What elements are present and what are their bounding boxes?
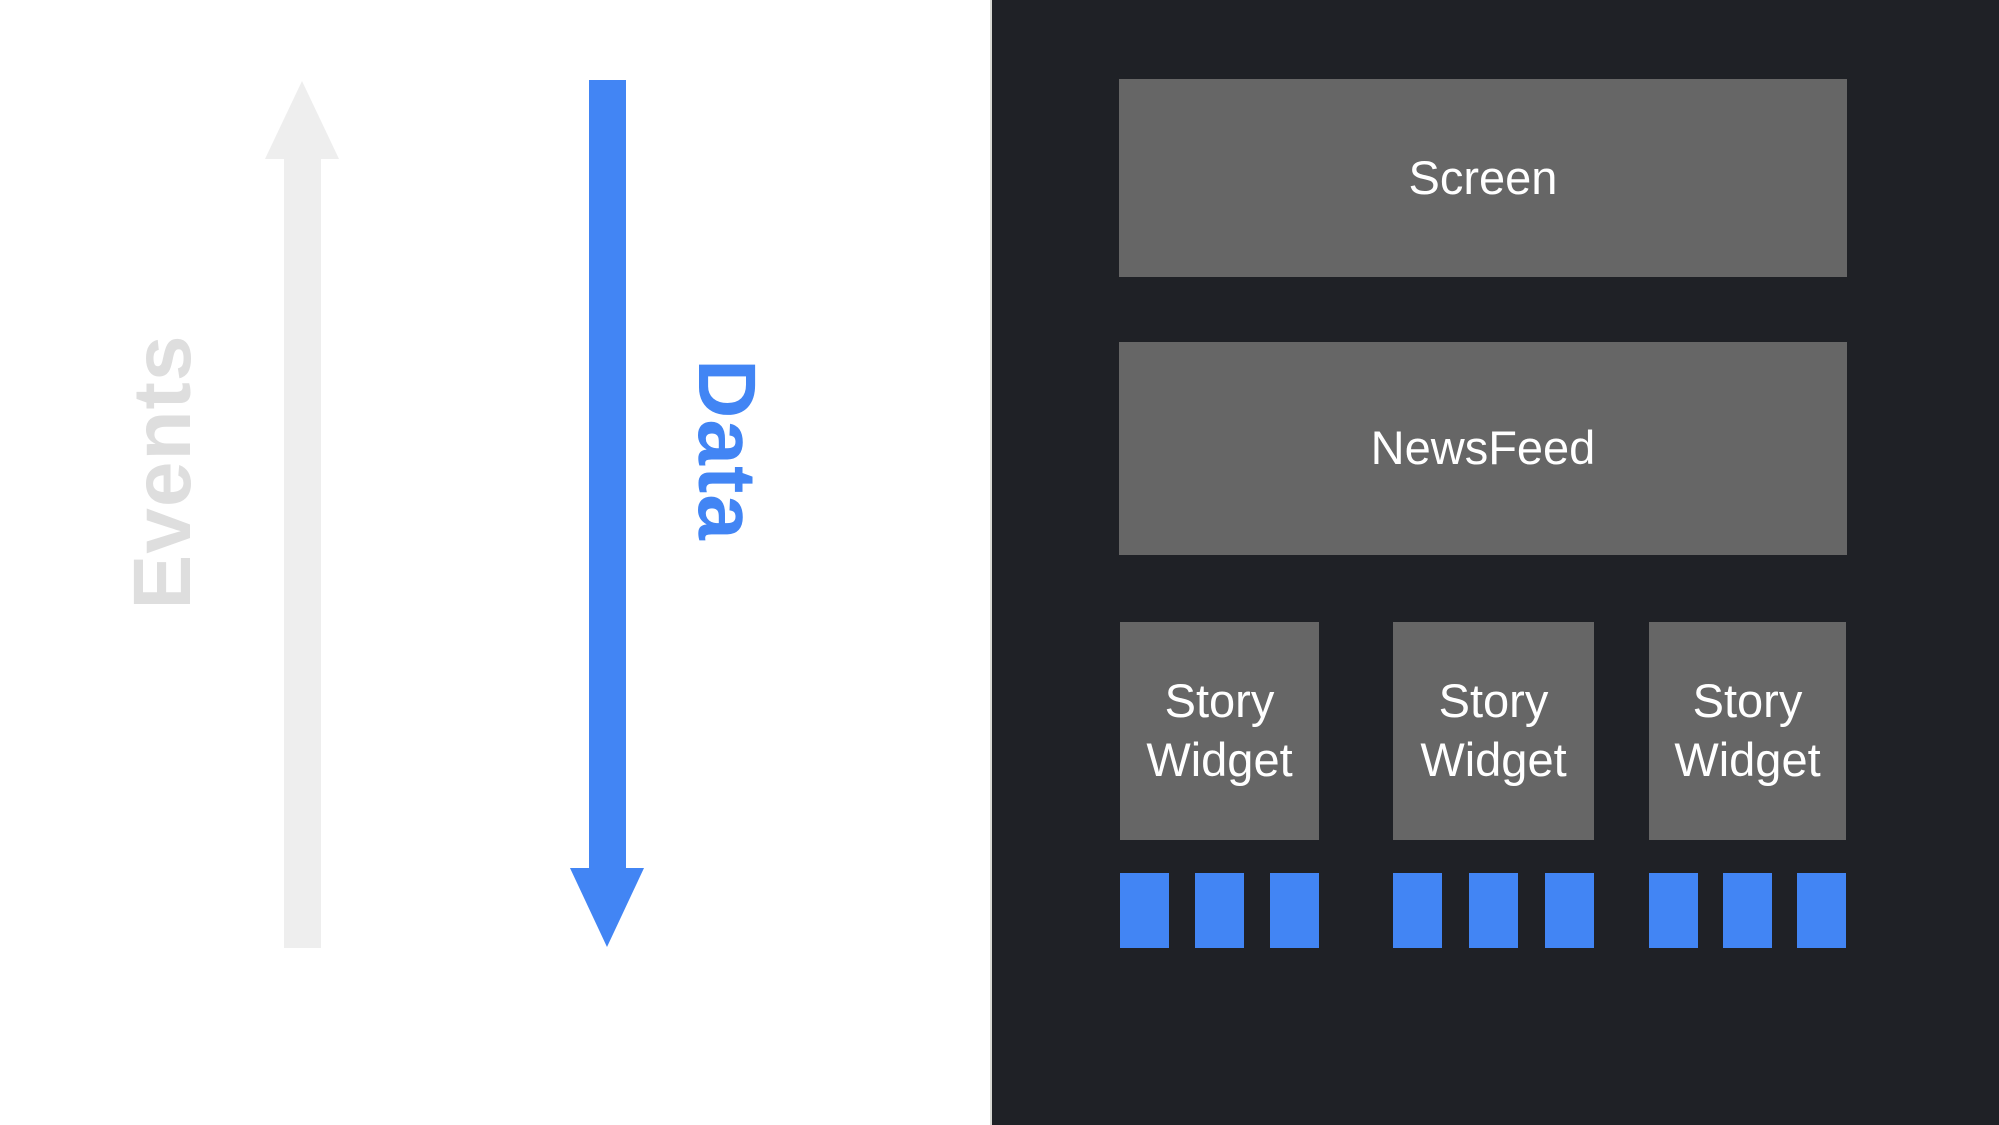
story-item-bar [1270,873,1319,948]
data-down-arrow-head-icon [570,868,644,947]
events-up-arrow-head-icon [265,81,339,159]
story-widget-box: Story Widget [1393,622,1594,840]
newsfeed-widget-box: NewsFeed [1119,342,1847,555]
story-item-bars [1393,873,1594,948]
data-down-arrow-shaft [589,80,626,872]
story-widget-box: Story Widget [1649,622,1846,840]
events-up-arrow-shaft [284,155,321,948]
story-item-bar [1469,873,1518,948]
story-item-bars [1120,873,1319,948]
story-item-bar [1195,873,1244,948]
widget-flow-panel: Events Data [0,0,990,1125]
story-item-bar [1393,873,1442,948]
story-item-bar [1120,873,1169,948]
data-flow-label: Data [681,359,772,541]
story-item-bar [1649,873,1698,948]
story-item-bar [1545,873,1594,948]
screen-widget-box: Screen [1119,79,1847,277]
story-item-bar [1797,873,1846,948]
story-item-bar [1723,873,1772,948]
events-flow-label: Events [117,334,208,610]
story-widget-box: Story Widget [1120,622,1319,840]
story-item-bars [1649,873,1846,948]
